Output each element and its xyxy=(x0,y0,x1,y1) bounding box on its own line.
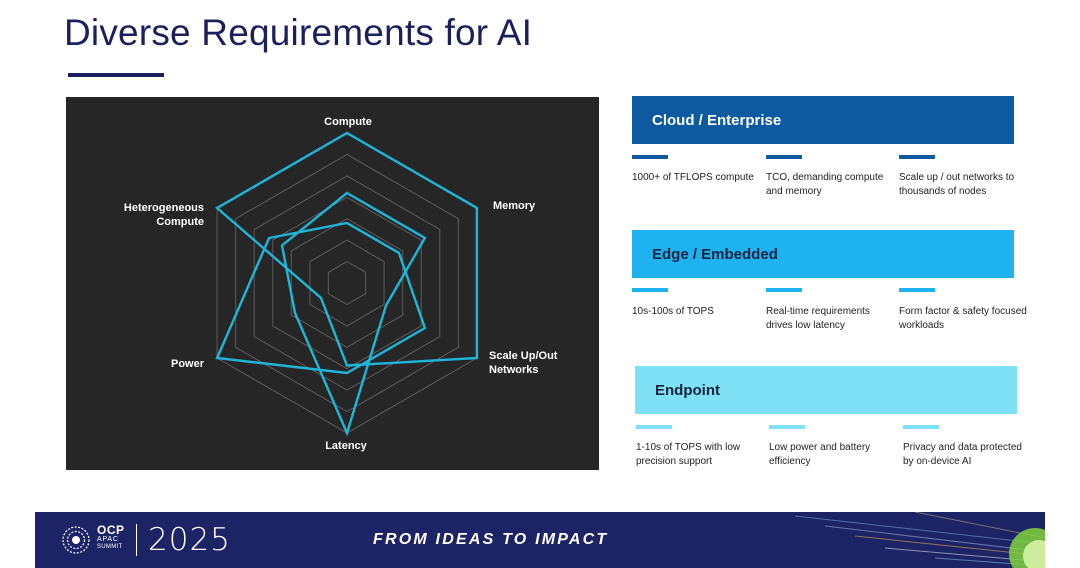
footer-banner: OCP APAC SUMMIT 2025 FROM IDEAS TO IMPAC… xyxy=(35,512,1045,568)
radar-grid-ring xyxy=(290,218,404,348)
radar-axis-label-power: Power xyxy=(154,357,204,371)
item-accent-bar xyxy=(632,288,668,292)
item-accent-bar xyxy=(899,288,935,292)
item-accent-bar xyxy=(766,288,802,292)
radar-grid-ring xyxy=(253,175,441,391)
axis-label-line: Compute xyxy=(324,116,372,128)
radar-grid-ring xyxy=(309,239,385,327)
logo-ocp-text: OCP xyxy=(97,523,125,537)
radar-chart-panel: Compute Memory Scale Up/Out Networks Lat… xyxy=(66,97,599,470)
light-streaks-decoration xyxy=(794,512,1045,568)
logo-apac-text: APAC xyxy=(97,536,119,543)
radar-axis-label-compute: Compute xyxy=(323,115,373,129)
segment-item: Low power and battery efficiency xyxy=(769,442,871,467)
segment-heading: Cloud / Enterprise xyxy=(652,111,782,129)
radar-series-2 xyxy=(280,191,427,437)
logo-summit-text: SUMMIT xyxy=(97,544,123,550)
axis-label-line: Power xyxy=(170,358,204,370)
segment-item: Form factor & safety focused workloads xyxy=(899,306,1027,331)
radar-axis-label-heterogeneous-compute: Heterogeneous Compute xyxy=(114,201,204,229)
radar-chart xyxy=(215,131,479,437)
radar-grid-ring xyxy=(235,153,459,413)
axis-label-line: Heterogeneous xyxy=(123,202,204,214)
segment-band-cloud-enterprise: Cloud / Enterprise xyxy=(632,96,1014,144)
axis-label-line: Latency xyxy=(325,440,367,452)
axis-label-line: Memory xyxy=(493,200,536,212)
segment-item: 1-10s of TOPS with low precision support xyxy=(636,442,741,467)
item-accent-bar xyxy=(899,155,935,159)
logo-divider xyxy=(136,524,137,556)
summit-year: 2025 xyxy=(148,522,231,558)
radar-grid-ring xyxy=(272,196,422,370)
segment-item: 10s-100s of TOPS xyxy=(632,306,714,317)
radar-grid-ring xyxy=(327,261,367,305)
segment-heading: Endpoint xyxy=(655,381,720,399)
axis-label-line: Compute xyxy=(156,216,204,228)
segment-item: Privacy and data protected by on-device … xyxy=(903,442,1022,467)
segment-band-edge-embedded: Edge / Embedded xyxy=(632,230,1014,278)
segment-heading: Edge / Embedded xyxy=(652,245,778,263)
item-accent-bar xyxy=(903,425,939,429)
axis-label-line: Networks xyxy=(489,364,539,376)
footer-tagline: FROM IDEAS TO IMPACT xyxy=(373,531,609,548)
segment-item: Real-time requirements drives low latenc… xyxy=(766,306,870,331)
segment-band-endpoint: Endpoint xyxy=(635,366,1017,414)
segment-item: TCO, demanding compute and memory xyxy=(766,172,884,197)
segment-item: Scale up / out networks to thousands of … xyxy=(899,172,1015,197)
item-accent-bar xyxy=(632,155,668,159)
radar-axis-label-memory: Memory xyxy=(493,199,553,213)
item-accent-bar xyxy=(766,155,802,159)
segment-item: 1000+ of TFLOPS compute xyxy=(632,172,754,183)
radar-grid-ring xyxy=(216,132,478,434)
ocp-logo-icon xyxy=(62,526,90,554)
radar-series-3 xyxy=(215,221,427,375)
item-accent-bar xyxy=(769,425,805,429)
item-accent-bar xyxy=(636,425,672,429)
radar-axis-label-scale-networks: Scale Up/Out Networks xyxy=(489,349,569,377)
axis-label-line: Scale Up/Out xyxy=(489,350,558,362)
radar-axis-label-latency: Latency xyxy=(321,439,371,453)
title-underline xyxy=(68,73,164,77)
radar-series-1 xyxy=(215,131,479,367)
slide-title: Diverse Requirements for AI xyxy=(64,12,533,53)
